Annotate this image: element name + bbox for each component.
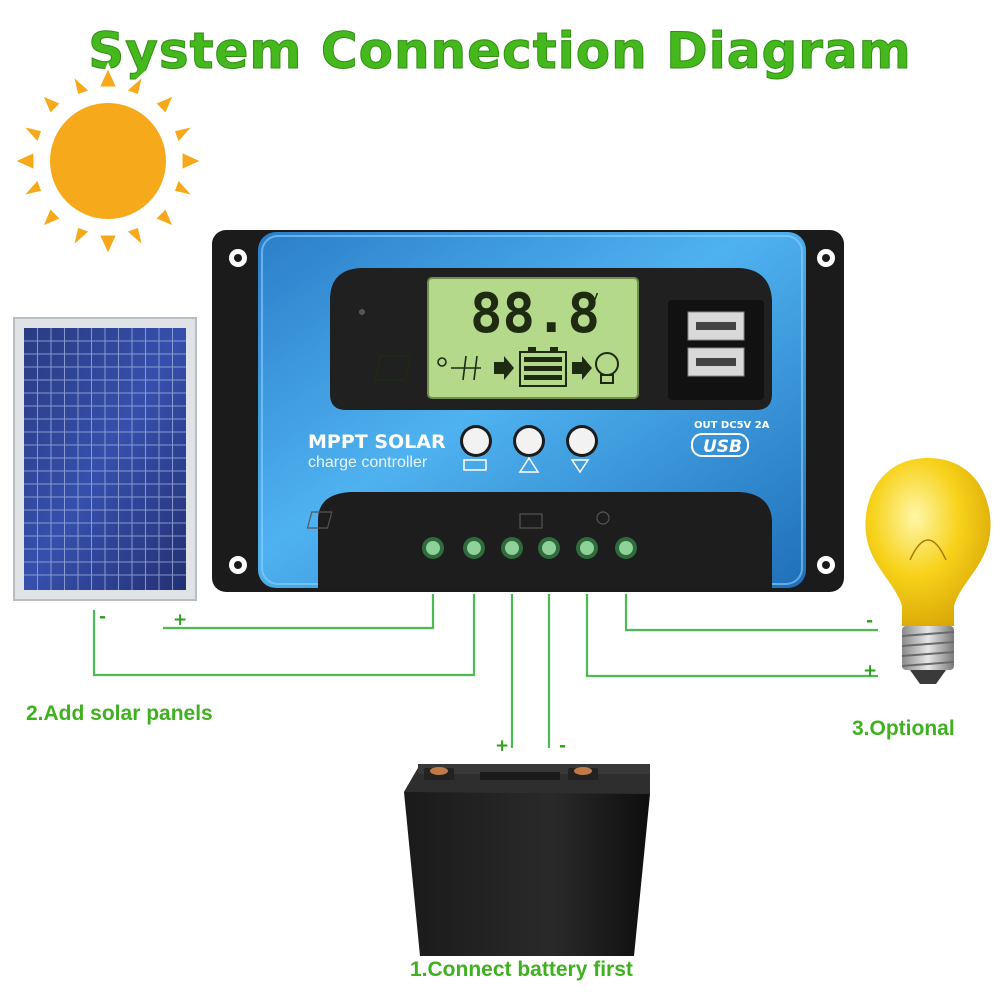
battery-pos-mark: + xyxy=(495,736,509,756)
load-pos-mark: + xyxy=(863,661,877,681)
usb-rating: OUT DC5V 2A xyxy=(694,420,770,431)
lcd-unit: V xyxy=(588,290,599,308)
solar-panel-image xyxy=(13,317,197,601)
battery-neg-mark: - xyxy=(559,736,566,756)
brand-line2: charge controller xyxy=(308,454,428,471)
solar-pos-mark: + xyxy=(173,610,187,630)
lcd-battery-icon xyxy=(519,347,567,387)
light-bulb-image xyxy=(865,458,991,684)
lcd-bulb-icon xyxy=(595,352,619,384)
up-symbol-icon xyxy=(518,456,540,473)
terminal-block xyxy=(422,537,637,559)
usb-label: USB xyxy=(703,437,742,457)
load-neg-mark: - xyxy=(866,611,873,631)
down-symbol-icon xyxy=(570,459,590,474)
lcd-digits: 88.8 xyxy=(470,282,600,345)
step-load-label: 3.Optional xyxy=(852,717,955,740)
diagram-title: System Connection Diagram xyxy=(88,22,912,81)
brand-line1: MPPT SOLAR xyxy=(308,431,446,453)
wire-load-neg xyxy=(624,594,878,632)
menu-symbol-icon xyxy=(463,459,487,471)
step-solar-label: 2.Add solar panels xyxy=(26,702,213,725)
lcd-arrow-icon xyxy=(494,356,514,380)
battery-image xyxy=(404,764,650,956)
sun-icon xyxy=(9,62,207,260)
lcd-sun-panel-icon xyxy=(374,355,481,381)
step-battery-label: 1.Connect battery first xyxy=(410,958,633,981)
wire-load-pos xyxy=(585,594,878,678)
wire-solar-neg xyxy=(92,594,476,677)
charge-controller-image: 88.8 V MPPT SOLAR charge controller xyxy=(212,230,844,592)
lcd-arrow-icon xyxy=(572,356,592,380)
wire-solar-pos xyxy=(163,594,435,630)
wiring xyxy=(92,594,878,748)
solar-neg-mark: - xyxy=(99,607,106,627)
